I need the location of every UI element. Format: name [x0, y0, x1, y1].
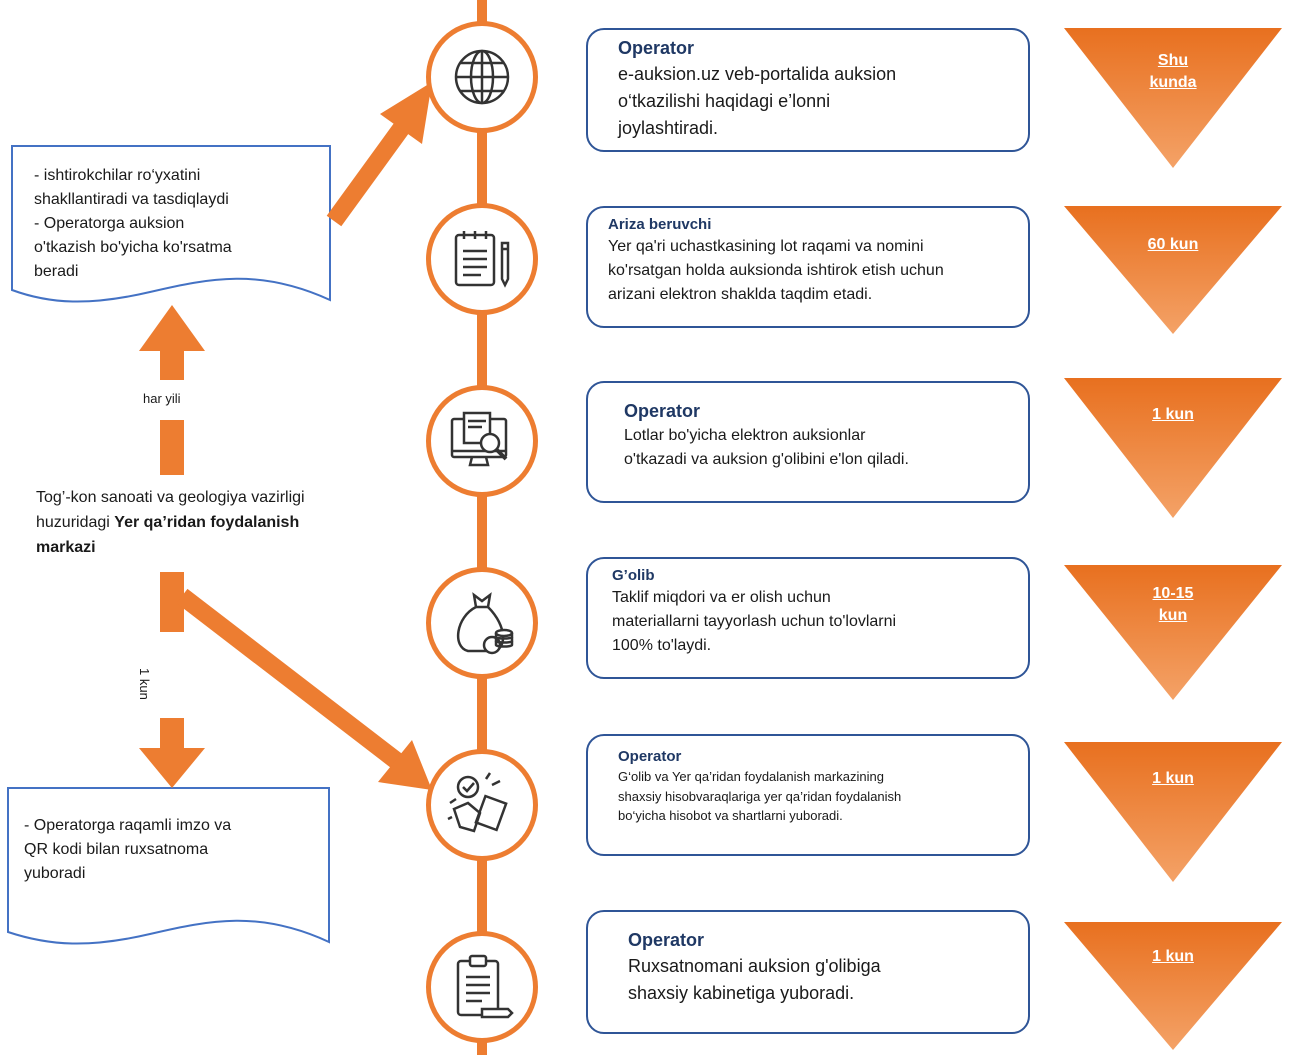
step-1-line: e-auksion.uz veb-portalida auksion [618, 64, 897, 84]
duration-line: 60 kun [1147, 236, 1199, 253]
doc-line: QR kodi bilan ruxsatnoma [24, 841, 209, 858]
notepad-pen-icon [454, 231, 510, 288]
top-document-shape [11, 145, 331, 303]
step-2-icon-circle [426, 203, 538, 315]
step-4-box: G’olib Taklif miqdori va er olish uchun … [586, 557, 1030, 679]
step-4-line: 100% to'laydi. [612, 637, 712, 654]
triangle-shape [1064, 206, 1282, 334]
duration-line: Shu [1157, 52, 1189, 69]
step-5-duration-label: 1 kun [1064, 768, 1282, 790]
doc-line: shakllantiradi va tasdiqlaydi [34, 191, 229, 208]
step-4-duration-triangle: 10-15 kun [1064, 565, 1282, 705]
globe-icon [454, 49, 510, 105]
step-1-box: Operator e-auksion.uz veb-portalida auks… [586, 28, 1030, 152]
money-bag-icon [456, 592, 514, 655]
bottom-document-shape [7, 787, 330, 945]
arrow-to-approval [176, 588, 432, 790]
down-arrow [139, 572, 205, 788]
step-5-title: Operator [618, 748, 682, 765]
triangle-shape [1064, 922, 1282, 1050]
center-line-2-bold: Yer qa’ridan foydalanish [114, 513, 300, 531]
step-2-line: ko'rsatgan holda auksionda ishtirok etis… [608, 262, 944, 279]
triangle-shape [1064, 565, 1282, 700]
step-3-duration-label: 1 kun [1064, 404, 1282, 426]
step-5-icon-circle [426, 749, 538, 861]
step-4-icon-circle [426, 567, 538, 679]
step-1-icon-circle [426, 21, 538, 133]
approval-icon [447, 772, 508, 833]
step-4-line: materiallarni tayyorlash uchun to'lovlar… [612, 613, 897, 630]
step-3-line: o'tkazadi va auksion g'olibini e'lon qil… [624, 451, 909, 468]
center-line-2-prefix: huzuridagi [36, 513, 115, 531]
step-1-line: joylashtiradi. [618, 118, 719, 138]
step-6-line: shaxsiy kabinetiga yuboradi. [628, 983, 855, 1003]
har-yili-label: har yili [143, 391, 181, 406]
step-1-title: Operator [618, 38, 695, 58]
step-1-duration-triangle: Shu kunda [1064, 28, 1282, 168]
doc-line: - ishtirokchilar ro‘yxatini [34, 167, 201, 184]
step-6-title: Operator [628, 930, 705, 950]
step-2-duration-triangle: 60 kun [1064, 206, 1282, 346]
step-3-icon-circle [426, 385, 538, 497]
step-6-icon-circle [426, 931, 538, 1043]
step-2-line: Yer qa'ri uchastkasining lot raqami va n… [608, 238, 924, 255]
step-5-line: G‘olib va Yer qa’ridan foydalanish marka… [618, 769, 884, 784]
step-3-title: Operator [624, 401, 701, 421]
arrow-to-globe [326, 82, 432, 227]
center-line-3: markazi [36, 536, 305, 561]
center-line-1: Tog’-kon sanoati va geologiya vazirligi [36, 489, 305, 506]
step-6-line: Ruxsatnomani auksion g'olibiga [628, 956, 881, 976]
step-3-line: Lotlar bo'yicha elektron auksionlar [624, 427, 866, 444]
step-3-box: Operator Lotlar bo'yicha elektron auksio… [586, 381, 1030, 503]
step-4-duration-label: 10-15 kun [1064, 583, 1282, 626]
step-6-box: Operator Ruxsatnomani auksion g'olibiga … [586, 910, 1030, 1034]
center-line-2: huzuridagi Yer qa’ridan foydalanish [36, 511, 305, 536]
doc-line: - Operatorga raqamli imzo va [24, 817, 232, 834]
duration-line: 1 kun [1152, 770, 1194, 787]
center-organization-text: Tog’-kon sanoati va geologiya vazirligi … [36, 486, 305, 560]
triangle-shape [1064, 28, 1282, 168]
duration-line: 1 kun [1152, 406, 1194, 423]
timeline-line [477, 0, 487, 1055]
one-kun-vertical-label: 1 kun [137, 668, 152, 700]
step-5-line: shaxsiy hisobvaraqlariga yer qa’ridan fo… [618, 788, 902, 804]
bottom-document-text: - Operatorga raqamli imzo va QR kodi bil… [24, 814, 231, 886]
duration-line: 10-15 [1152, 585, 1194, 602]
doc-line: o'tkazish bo'yicha ko'rsatma [34, 239, 232, 256]
doc-line: beradi [34, 263, 79, 280]
step-2-title: Ariza beruvchi [608, 216, 712, 233]
center-line-3-bold: markazi [36, 538, 96, 556]
monitor-search-icon [450, 411, 508, 467]
step-1-line: o‘tkazilishi haqidagi e’lonni [618, 91, 831, 111]
doc-line: yuboradi [24, 865, 86, 882]
triangle-shape [1064, 742, 1282, 882]
step-6-duration-label: 1 kun [1064, 946, 1282, 968]
step-5-box: Operator G‘olib va Yer qa’ridan foydalan… [586, 734, 1030, 856]
doc-line: - Operatorga auksion [34, 215, 185, 232]
step-5-duration-triangle: 1 kun [1064, 742, 1282, 882]
triangle-shape [1064, 378, 1282, 518]
step-2-box: Ariza beruvchi Yer qa'ri uchastkasining … [586, 206, 1030, 328]
step-2-duration-label: 60 kun [1064, 234, 1282, 256]
step-4-title: G’olib [612, 567, 655, 584]
top-document-text: - ishtirokchilar ro‘yxatini shakllantira… [34, 164, 232, 284]
step-3-duration-triangle: 1 kun [1064, 378, 1282, 518]
duration-line: kunda [1149, 73, 1197, 91]
step-6-duration-triangle: 1 kun [1064, 922, 1282, 1062]
duration-line: kun [1158, 606, 1188, 624]
clipboard-icon [456, 954, 514, 1019]
step-5-line: bo‘yicha hisobot va shartlarni yuboradi. [618, 808, 843, 823]
up-arrow [139, 305, 205, 475]
step-1-duration-label: Shu kunda [1064, 50, 1282, 93]
step-4-line: Taklif miqdori va er olish uchun [612, 589, 831, 606]
step-2-line: arizani elektron shaklda taqdim etadi. [608, 286, 873, 303]
duration-line: 1 kun [1152, 948, 1194, 965]
